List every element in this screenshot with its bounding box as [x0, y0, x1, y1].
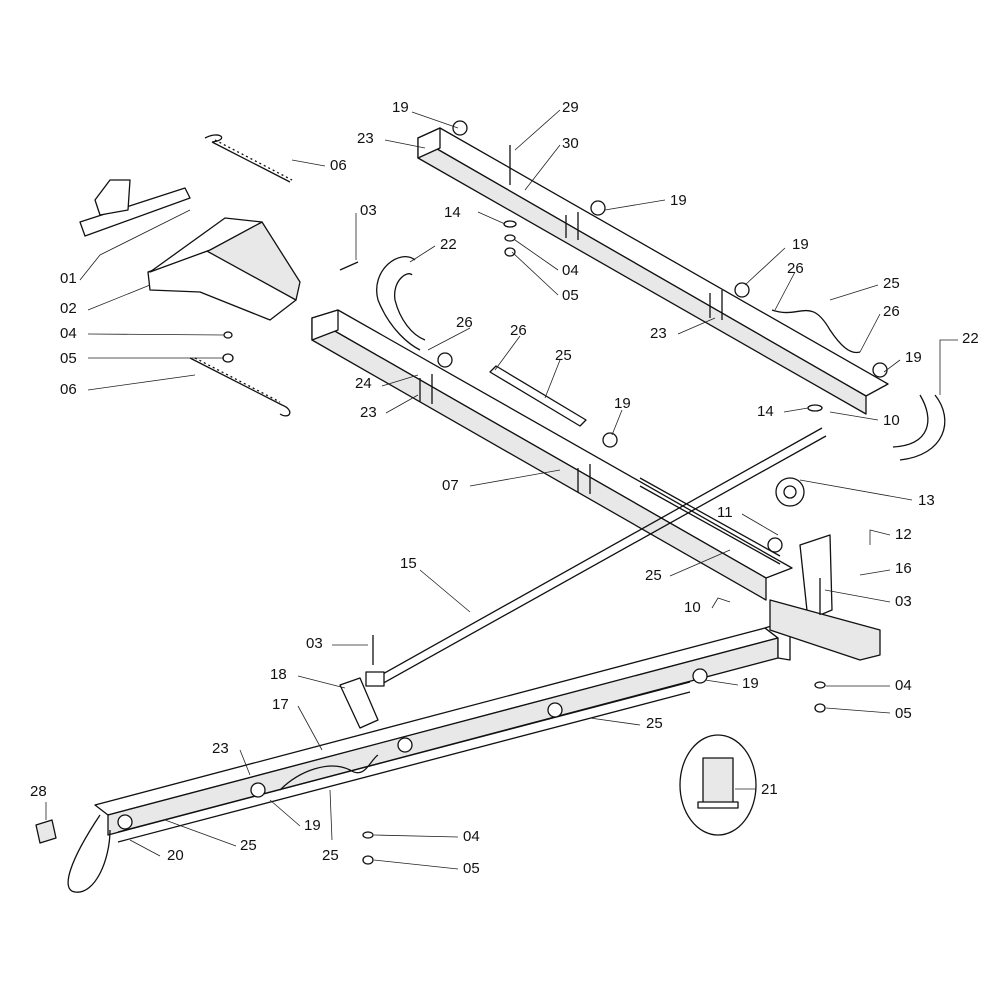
part-label: 25 [645, 567, 662, 584]
part-label: 10 [684, 599, 701, 616]
tie-rod [365, 427, 827, 687]
end-cap [35, 819, 57, 844]
part-label: 28 [30, 783, 47, 800]
part-label: 14 [757, 403, 774, 420]
part-label: 22 [440, 236, 457, 253]
part-label: 25 [646, 715, 663, 732]
part-label: 04 [895, 677, 912, 694]
hose-segments [279, 309, 861, 791]
part-label: 15 [400, 555, 417, 572]
part-label: 30 [562, 135, 579, 152]
part-label: 05 [562, 287, 579, 304]
part-label: 10 [883, 412, 900, 429]
bottom-boom-beam [94, 619, 791, 843]
part-label: 06 [330, 157, 347, 174]
part-label: 21 [761, 781, 778, 798]
part-label: 13 [918, 492, 935, 509]
middle-boom-beam [311, 309, 793, 601]
part-label: 06 [60, 381, 77, 398]
part-label: 11 [717, 504, 733, 521]
part-label: 25 [883, 275, 900, 292]
part-labels: 19 29 23 30 06 03 19 14 22 19 04 25 26 0… [30, 99, 979, 877]
hose-right [892, 394, 946, 461]
part-label: 25 [240, 837, 257, 854]
hose-left [376, 256, 426, 351]
part-label: 04 [463, 828, 480, 845]
part-label: 01 [60, 270, 77, 287]
part-label: 03 [895, 593, 912, 610]
part-label: 23 [360, 404, 377, 421]
part-label: 16 [895, 560, 912, 577]
part-label: 29 [562, 99, 579, 116]
hose-loop [67, 814, 111, 893]
part-label: 19 [670, 192, 687, 209]
filter-detail [679, 734, 757, 836]
part-label: 05 [463, 860, 480, 877]
leader-lines [45, 109, 958, 870]
nozzle-bodies [117, 120, 888, 830]
part-label: 05 [895, 705, 912, 722]
part-label: 22 [962, 330, 979, 347]
part-label: 07 [442, 477, 459, 494]
frame-bracket [79, 179, 301, 321]
part-label: 26 [787, 260, 804, 277]
bolts [222, 145, 826, 865]
part-label: 03 [306, 635, 323, 652]
part-label: 26 [456, 314, 473, 331]
part-label: 23 [357, 130, 374, 147]
part-label: 25 [555, 347, 572, 364]
part-label: 19 [304, 817, 321, 834]
part-label: 17 [272, 696, 289, 713]
part-label: 24 [355, 375, 372, 392]
part-label: 03 [360, 202, 377, 219]
part-label: 14 [444, 204, 461, 221]
part-label: 05 [60, 350, 77, 367]
part-label: 23 [650, 325, 667, 342]
part-label: 18 [270, 666, 287, 683]
part-label: 26 [510, 322, 527, 339]
part-label: 12 [895, 526, 912, 543]
pivot-bracket [769, 477, 881, 661]
part-label: 02 [60, 300, 77, 317]
part-label: 20 [167, 847, 184, 864]
part-label: 04 [562, 262, 579, 279]
part-label: 04 [60, 325, 77, 342]
part-label: 25 [322, 847, 339, 864]
part-label: 19 [905, 349, 922, 366]
part-label: 19 [614, 395, 631, 412]
top-boom-beam [417, 127, 889, 415]
spring-top [204, 134, 293, 183]
part-label: 19 [792, 236, 809, 253]
part-label: 23 [212, 740, 229, 757]
part-label: 19 [392, 99, 409, 116]
spring-bottom [189, 357, 291, 417]
part-label: 26 [883, 303, 900, 320]
part-label: 19 [742, 675, 759, 692]
